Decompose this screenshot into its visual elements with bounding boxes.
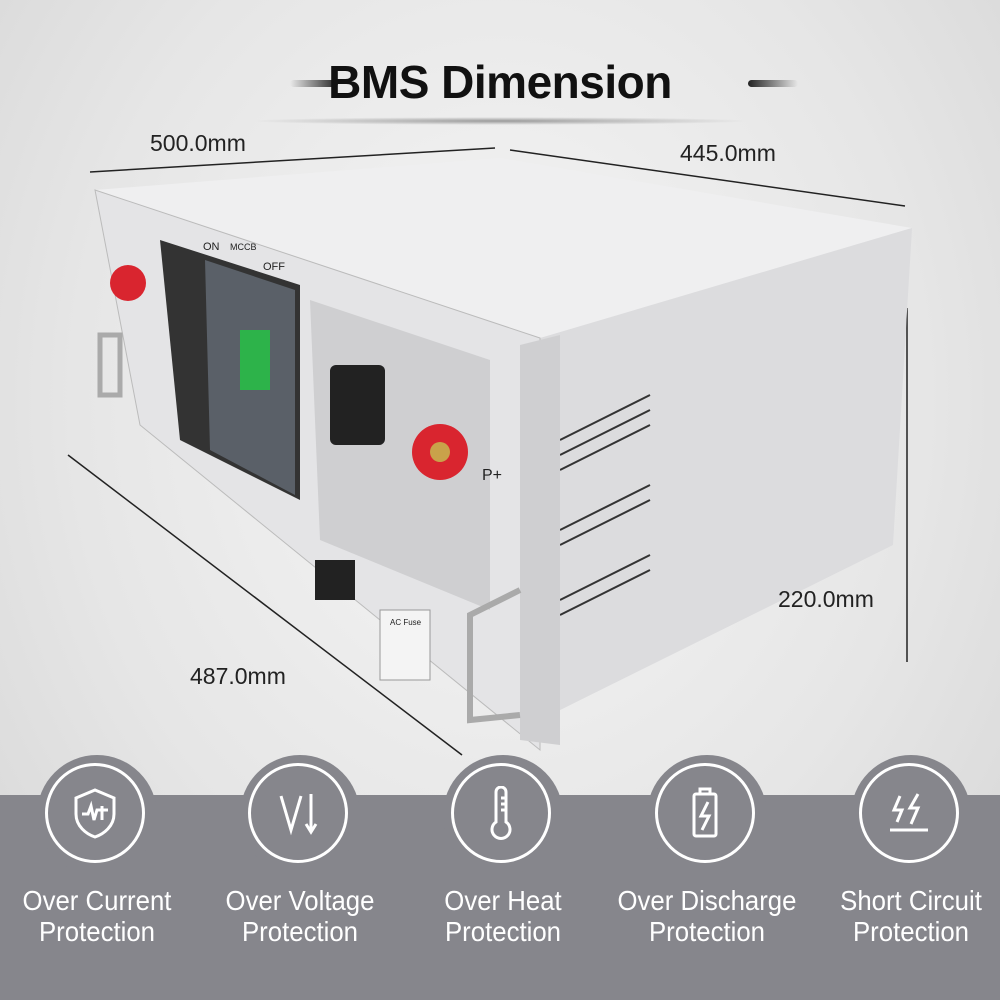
length-line xyxy=(67,454,463,756)
handle-right xyxy=(467,587,522,724)
battery-bolt-icon xyxy=(692,787,718,838)
terminal-negative xyxy=(110,265,146,301)
lightning-short-icon xyxy=(890,793,928,832)
label-on: ON xyxy=(203,241,220,253)
feature-title: Over Current xyxy=(22,885,172,916)
side-vents xyxy=(559,394,651,616)
ac-fuse-holder xyxy=(379,609,431,681)
feature-subtitle: Protection xyxy=(852,916,969,947)
feature-subtitle: Protection xyxy=(648,916,765,947)
top-face xyxy=(95,158,912,338)
label-positive: P+ xyxy=(482,467,502,484)
dimension-lines xyxy=(67,147,908,756)
label-ac-fuse: AC Fuse xyxy=(390,618,422,627)
label-off: OFF xyxy=(263,261,285,273)
feature-title: Short Circuit xyxy=(840,885,982,916)
breaker-indicator xyxy=(240,330,270,390)
feature-title: Over Discharge xyxy=(617,885,797,916)
page-title: BMS Dimension xyxy=(328,56,672,108)
width-label: 500.0mm xyxy=(150,130,246,156)
length-label: 487.0mm xyxy=(190,663,286,689)
width-line xyxy=(89,147,496,173)
handle-left xyxy=(97,332,123,398)
title-dash-right xyxy=(748,80,798,87)
feature-title: Over Voltage xyxy=(225,885,375,916)
feature-subtitle: Protection xyxy=(38,916,155,947)
power-inlet xyxy=(315,560,355,600)
depth-line xyxy=(509,149,906,207)
terminal-socket xyxy=(330,365,385,445)
voltage-down-icon xyxy=(279,794,318,836)
thermometer-icon xyxy=(490,786,512,840)
side-face xyxy=(540,228,912,720)
feature-subtitle: Protection xyxy=(444,916,561,947)
title-dash-left xyxy=(290,80,338,87)
shield-current-icon xyxy=(74,788,116,839)
rack-ear xyxy=(520,335,560,745)
feature-subtitle: Protection xyxy=(241,916,358,947)
label-mccb: MCCB xyxy=(230,242,257,252)
height-label: 220.0mm xyxy=(778,586,874,612)
title-underline xyxy=(250,117,750,125)
feature-title: Over Heat xyxy=(444,885,562,916)
depth-label: 445.0mm xyxy=(680,140,776,166)
